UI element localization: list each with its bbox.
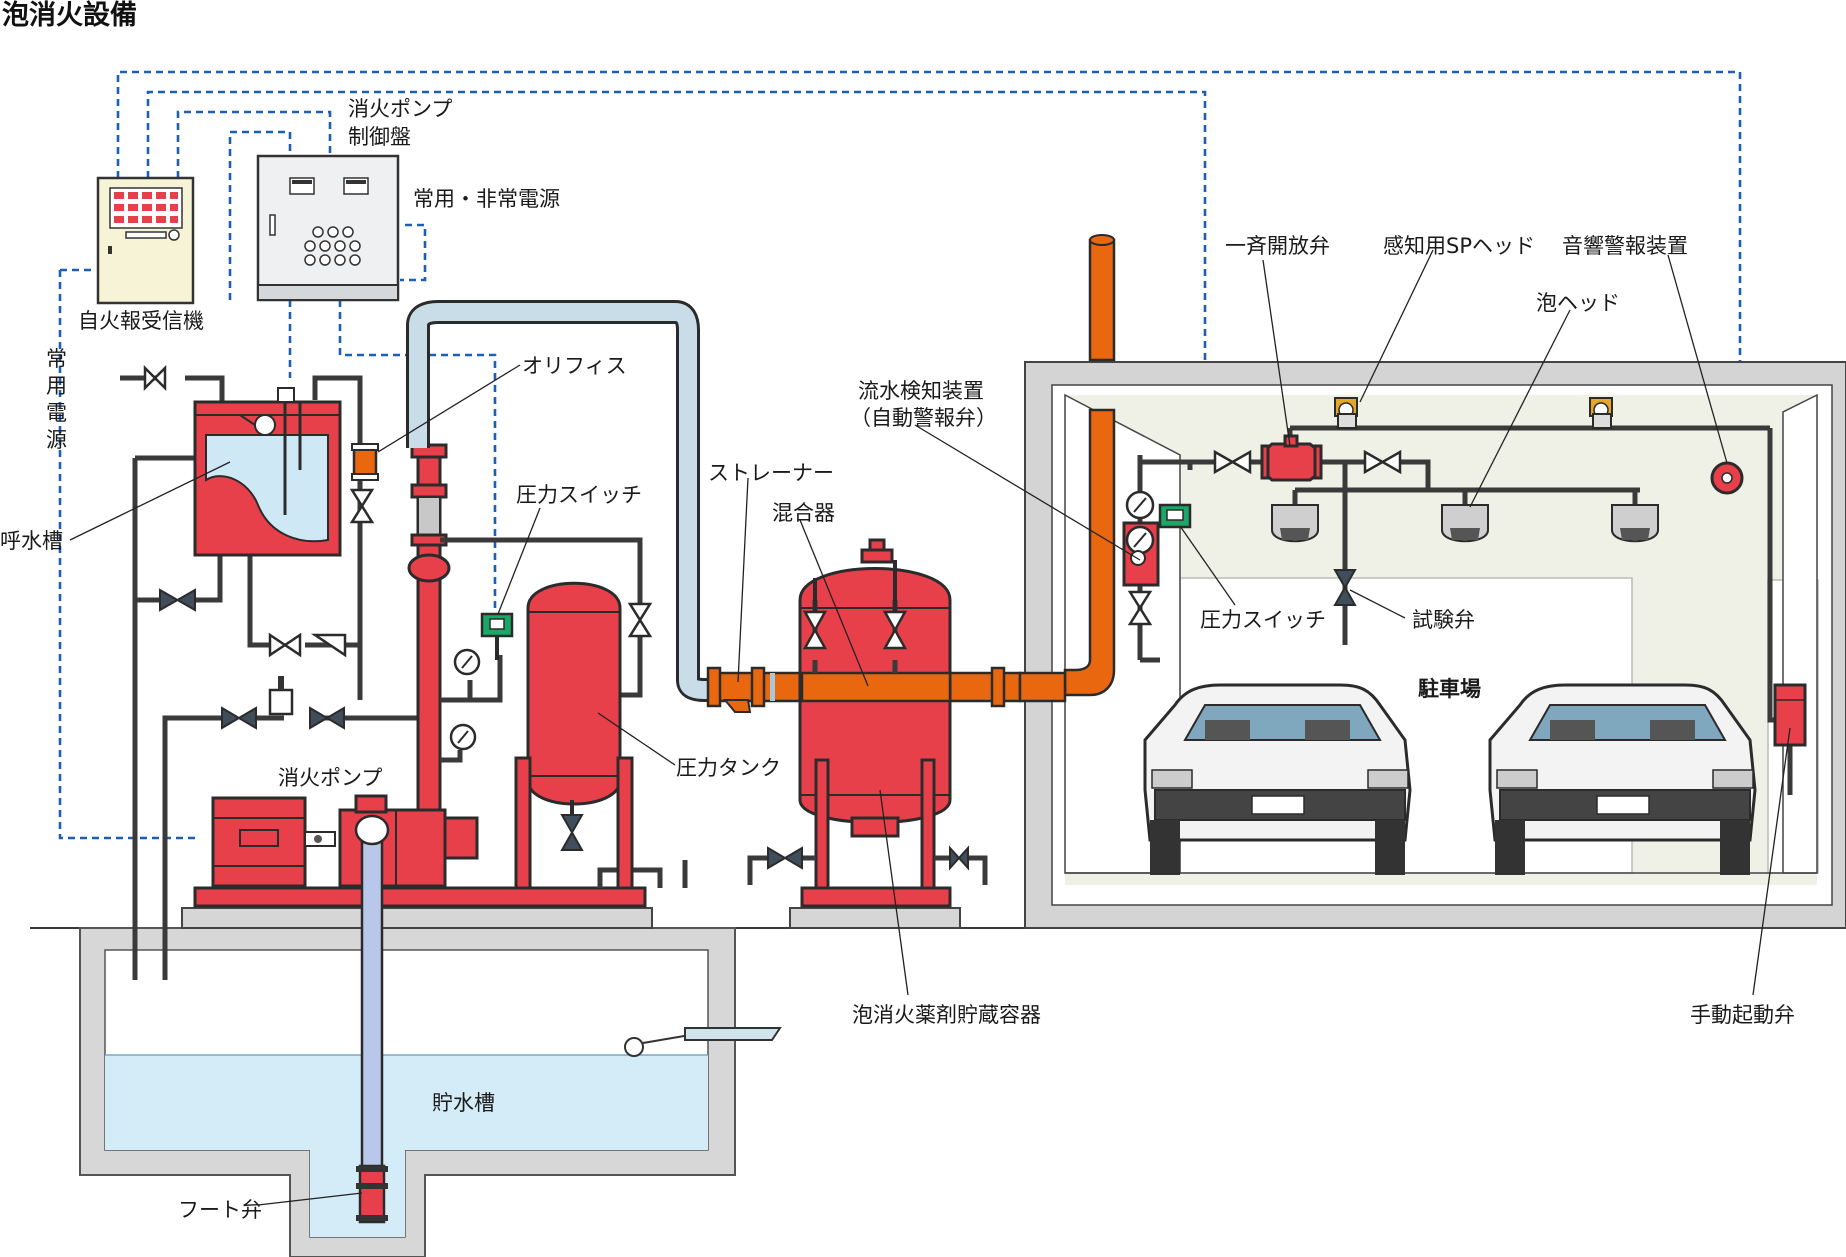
sp-head-icon-2: [1589, 397, 1613, 429]
orifice: [349, 443, 379, 524]
label-fire-pump: 消火ポンプ: [278, 766, 382, 790]
float-ball-icon: [624, 1037, 644, 1057]
foam-head-icon-2: [1441, 504, 1489, 543]
label-flow-detector-1: 流水検知装置: [858, 379, 984, 403]
label-pressure-switch-left: 圧力スイッチ: [516, 483, 642, 507]
pressure-tank: [514, 581, 634, 890]
label-alarm-device: 音響警報装置: [1562, 234, 1688, 258]
bypass-valves: [221, 676, 345, 730]
pressure-gauge-1: [453, 648, 481, 676]
car-icon-2: [1488, 683, 1757, 875]
foam-head-icon-1: [1271, 504, 1319, 543]
sp-head-icon-1: [1334, 397, 1358, 429]
suction-pipe: [354, 814, 390, 1224]
flow-detector-valve: [1122, 455, 1193, 663]
check-valve: [268, 632, 347, 658]
pressure-switch-left: [480, 612, 514, 660]
label-normal-power-1: 常: [46, 347, 67, 371]
label-pressure-switch-right: 圧力スイッチ: [1200, 608, 1326, 632]
foam-storage-tank: [747, 538, 988, 890]
tank-skid: [800, 886, 952, 908]
label-normal-power-2: 用: [46, 374, 67, 398]
supply-pipe: [684, 1027, 782, 1041]
label-pressure-tank: 圧力タンク: [676, 756, 781, 780]
deluge-valve: [1260, 434, 1323, 482]
label-strainer: ストレーナー: [708, 461, 834, 485]
car-icon-1: [1143, 683, 1412, 875]
label-mixer: 混合器: [772, 501, 835, 525]
manual-start-valve: [1773, 683, 1807, 747]
label-sp-head: 感知用SPヘッド: [1383, 234, 1535, 258]
gate-valve-left: [159, 588, 196, 612]
label-pump-panel-2: 制御盤: [348, 125, 411, 149]
label-foam-head: 泡ヘッド: [1536, 291, 1620, 315]
label-priming-tank: 呼水槽: [0, 529, 63, 553]
diagram-title: 泡消火設備: [2, 0, 137, 31]
foam-head-icon-3: [1611, 504, 1659, 543]
fire-alarm-receiver: [96, 176, 195, 305]
label-fire-alarm-receiver: 自火報受信機: [78, 309, 204, 333]
label-normal-power-3: 電: [46, 401, 67, 425]
garage-riser: [1018, 234, 1116, 703]
label-foam-storage: 泡消火薬剤貯蔵容器: [852, 1003, 1041, 1027]
pump-control-panel: [256, 154, 400, 302]
discharge-pipe: [409, 303, 715, 699]
label-foot-valve: フート弁: [178, 1198, 262, 1222]
water-storage-tank: [79, 927, 782, 1257]
gate-valve-top: [143, 364, 167, 392]
pump-skid: [193, 886, 647, 908]
tank-valve-right: [627, 602, 653, 638]
label-water-tank: 貯水槽: [432, 1091, 495, 1115]
label-pump-panel-1: 消火ポンプ: [348, 97, 452, 121]
label-parking: 駐車場: [1418, 677, 1481, 701]
label-normal-power-4: 源: [46, 428, 67, 452]
label-orifice: オリフィス: [522, 354, 627, 378]
tank-base-pad: [789, 907, 961, 929]
labels: 消火ポンプ 制御盤 常用・非常電源 自火報受信機 常 用 電 源 呼水槽 オリフ…: [0, 97, 1795, 1222]
alarm-bell-icon: [1710, 461, 1744, 495]
label-flow-detector-2: （自動警報弁）: [850, 406, 997, 430]
label-power-supply: 常用・非常電源: [413, 187, 560, 211]
label-test-valve: 試験弁: [1412, 608, 1475, 632]
label-manual-valve: 手動起動弁: [1690, 1003, 1795, 1027]
pump-base-pad: [181, 907, 653, 929]
label-deluge-valve: 一斉開放弁: [1225, 234, 1330, 258]
riser-pipe: [407, 443, 451, 830]
pressure-gauge-2: [449, 723, 477, 751]
fire-pump-motor: [211, 794, 479, 888]
leader-lines: [69, 249, 1791, 1206]
